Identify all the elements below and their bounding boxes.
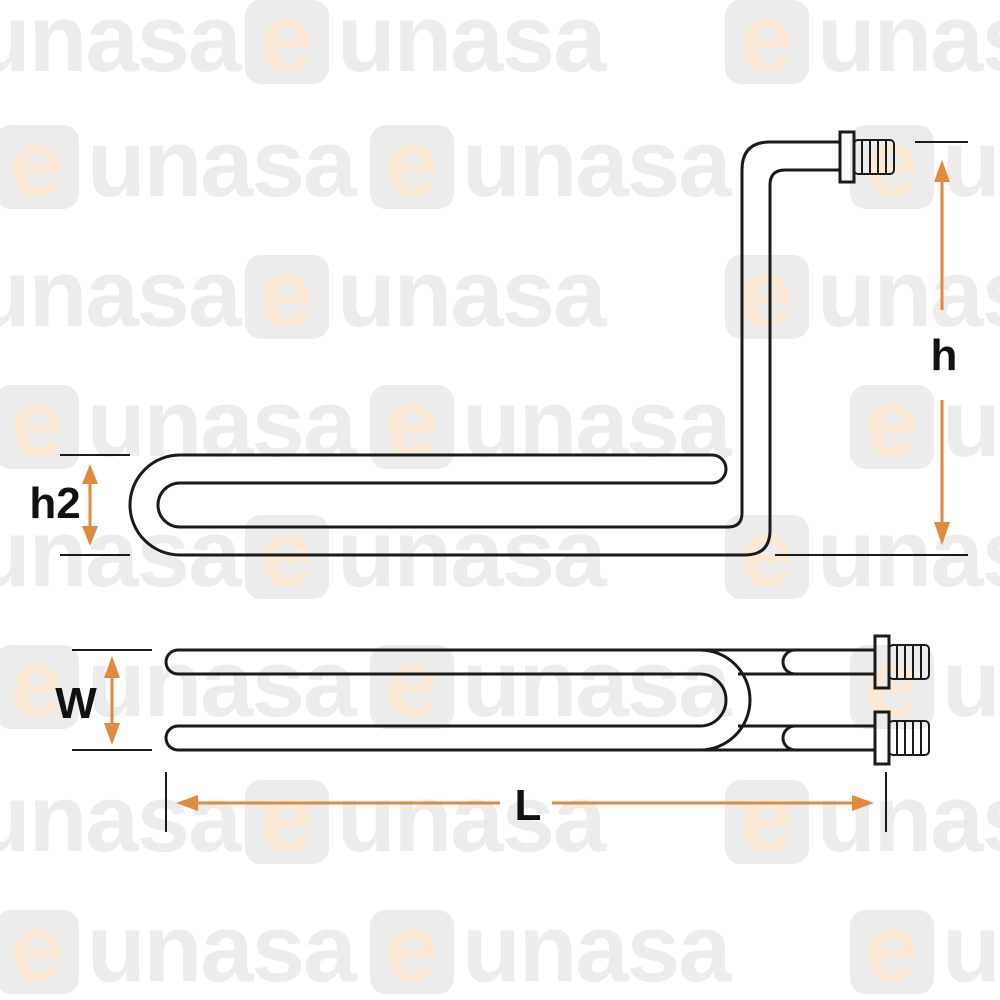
- top-connector-thread-2: [888, 720, 930, 756]
- svg-text:e: e: [865, 110, 918, 217]
- svg-text:e: e: [865, 370, 918, 477]
- svg-text:e: e: [10, 895, 63, 1000]
- svg-text:unasa: unasa: [0, 0, 242, 92]
- svg-text:unasa: unasa: [462, 895, 732, 1000]
- dimension-l: L: [176, 781, 874, 830]
- svg-text:unasa: unasa: [817, 765, 1000, 872]
- svg-text:e: e: [10, 370, 63, 477]
- top-leg-lower-cap: [781, 724, 796, 752]
- svg-text:unasa: unasa: [0, 240, 242, 347]
- svg-text:unasa: unasa: [817, 0, 1000, 92]
- svg-text:unasa: unasa: [87, 895, 357, 1000]
- svg-text:e: e: [10, 630, 63, 737]
- svg-text:e: e: [385, 370, 438, 477]
- dimension-label-h2: h2: [29, 479, 80, 528]
- svg-text:unasa: unasa: [337, 765, 607, 872]
- svg-text:e: e: [260, 0, 313, 92]
- dimension-label-w: W: [55, 679, 97, 728]
- svg-text:e: e: [740, 0, 793, 92]
- side-view: [60, 130, 968, 557]
- svg-text:unasa: unasa: [337, 0, 607, 92]
- side-tube-end: [711, 453, 728, 485]
- top-leg-upper: [700, 648, 875, 676]
- svg-text:unasa: unasa: [0, 765, 242, 872]
- svg-text:unasa: unasa: [942, 630, 1000, 737]
- top-leg-lower: [700, 724, 875, 752]
- side-tube-outer: [128, 168, 840, 557]
- svg-text:e: e: [740, 765, 793, 872]
- svg-text:unasa: unasa: [942, 895, 1000, 1000]
- dimension-h2: h2: [29, 464, 98, 546]
- dimension-label-l: L: [515, 781, 542, 830]
- top-view: [72, 634, 930, 832]
- svg-text:e: e: [385, 895, 438, 1000]
- svg-text:e: e: [865, 895, 918, 1000]
- dimension-label-h: h: [931, 331, 958, 380]
- svg-text:e: e: [260, 765, 313, 872]
- svg-text:e: e: [260, 240, 313, 347]
- dimension-w: W: [55, 656, 120, 745]
- svg-text:unasa: unasa: [337, 240, 607, 347]
- dimension-h: h: [931, 160, 958, 545]
- svg-text:unasa: unasa: [87, 370, 357, 477]
- svg-text:unasa: unasa: [462, 370, 732, 477]
- svg-text:unasa: unasa: [942, 370, 1000, 477]
- svg-text:unasa: unasa: [817, 500, 1000, 607]
- svg-text:e: e: [10, 110, 63, 217]
- svg-text:unasa: unasa: [817, 240, 1000, 347]
- side-tube-inner: [156, 140, 840, 529]
- top-leg-upper-cap: [781, 648, 796, 676]
- svg-text:e: e: [385, 110, 438, 217]
- svg-text:unasa: unasa: [942, 110, 1000, 217]
- svg-text:unasa: unasa: [87, 110, 357, 217]
- svg-text:unasa: unasa: [462, 110, 732, 217]
- svg-text:unasa: unasa: [462, 630, 732, 737]
- top-connector-thread-1: [888, 644, 930, 680]
- svg-text:e: e: [740, 240, 793, 347]
- svg-text:e: e: [385, 630, 438, 737]
- svg-text:unasa: unasa: [87, 630, 357, 737]
- side-connector-thread: [853, 139, 895, 175]
- top-tube-outer: [164, 648, 752, 752]
